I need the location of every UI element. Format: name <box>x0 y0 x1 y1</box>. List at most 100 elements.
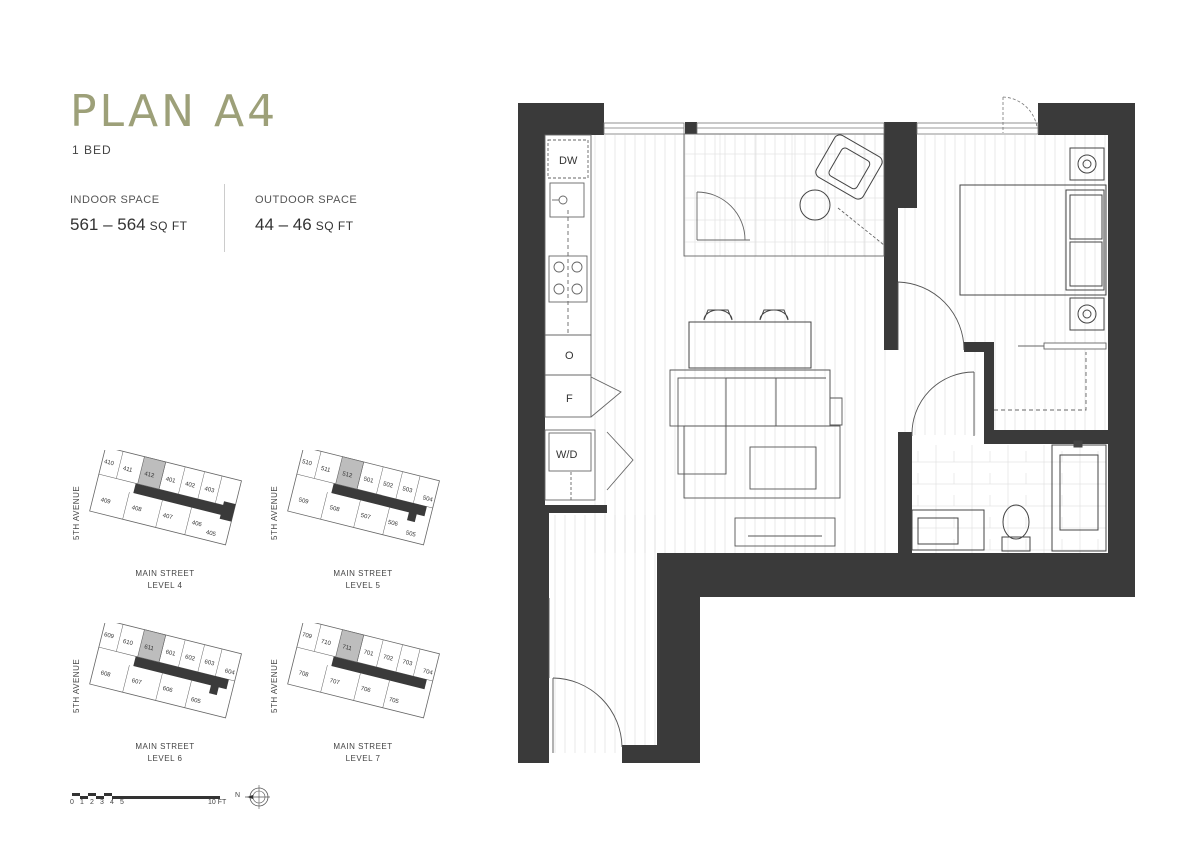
fridge-label: F <box>566 393 573 405</box>
key-plan-level-6: 609 610 611 601 602 603 604 608 607 606 … <box>70 619 250 773</box>
key-plan-unit-label: 510 <box>301 459 313 467</box>
key-plan-level-5: 510 511 512 501 502 503 504 509 508 507 … <box>268 446 448 600</box>
key-plan-unit-label: 403 <box>204 486 216 494</box>
key-plan-street-label: MAIN STREET <box>333 742 393 751</box>
indoor-space-unit: SQ FT <box>149 219 188 233</box>
key-plan-avenue-label: 5TH AVENUE <box>270 658 279 713</box>
key-plan-unit-label: 603 <box>204 659 216 667</box>
floor-plan: DW O F W/D <box>518 96 1135 763</box>
key-plan-unit-label: 509 <box>298 497 310 505</box>
scale-tick: 3 <box>100 799 104 806</box>
key-plan-level-7-diagram: 709 710 711 701 702 703 704 708 707 706 … <box>287 619 440 719</box>
key-plan-level-4-diagram: 410 411 412 401 402 403 409 408 407 406 … <box>89 446 242 546</box>
bedroom-closet <box>994 342 1107 411</box>
key-plan-street-label: MAIN STREET <box>135 569 195 578</box>
dining-island <box>688 309 812 369</box>
key-plan-avenue-label: 5TH AVENUE <box>72 485 81 540</box>
outdoor-space-number: 44 – 46 <box>255 215 312 234</box>
key-plan-unit-label: 505 <box>405 530 417 538</box>
key-plan-unit-label: 502 <box>382 481 394 489</box>
key-plan-unit-label: 701 <box>363 650 375 658</box>
bathroom-door <box>911 371 975 437</box>
walls <box>518 103 1135 763</box>
key-plan-unit-label: 604 <box>224 668 236 676</box>
key-plan-unit-label: 407 <box>162 513 174 521</box>
key-plan-unit-label: 504 <box>422 495 434 503</box>
key-plan-unit-label: 410 <box>103 459 115 467</box>
washer-dryer-label: W/D <box>556 449 577 461</box>
bathroom-fixtures <box>911 440 1107 552</box>
key-plan-unit-label: 511 <box>320 466 331 474</box>
scale-tick: 0 <box>70 799 74 806</box>
key-plan-unit-label: 601 <box>165 650 177 658</box>
key-plan-unit-label: 508 <box>329 505 341 513</box>
key-plan-level-label: LEVEL 5 <box>345 581 381 590</box>
key-plan-unit-label: 405 <box>205 530 217 538</box>
key-plan-level-4: 410 411 412 401 402 403 409 408 407 406 … <box>70 446 250 600</box>
scale-tick: 1 <box>80 799 84 806</box>
armchair <box>799 134 883 221</box>
scale-tick: 2 <box>90 799 94 806</box>
key-plan-level-label: LEVEL 7 <box>345 754 381 763</box>
key-plan-unit-label: 501 <box>363 477 375 485</box>
oven-label: O <box>565 350 574 362</box>
key-plan-unit-label: 411 <box>122 466 133 474</box>
scale-bar-graphic <box>72 793 220 799</box>
key-plan-unit-label: 606 <box>162 686 174 694</box>
key-plan-unit-label: 710 <box>320 639 332 647</box>
tv-console <box>734 517 836 547</box>
key-plan-street-label: MAIN STREET <box>333 569 393 578</box>
compass: N <box>233 784 273 810</box>
sofa <box>669 369 843 499</box>
key-plan-unit-label: 610 <box>122 639 134 647</box>
key-plan-unit-label: 401 <box>165 477 177 485</box>
key-plan-unit-label: 503 <box>402 486 414 494</box>
key-plan-unit-label: 409 <box>100 497 112 505</box>
den-room <box>683 133 885 257</box>
key-plan-unit-label: 605 <box>190 697 202 705</box>
key-plan-unit-label: 408 <box>131 505 143 513</box>
key-plan-unit-label: 706 <box>360 686 372 694</box>
scale-bar: 0 1 2 3 4 5 10 FT <box>70 788 230 808</box>
key-plan-unit-label: 602 <box>184 654 196 662</box>
key-plan-unit-label: 607 <box>131 678 143 686</box>
key-plan-level-5-diagram: 510 511 512 501 502 503 504 509 508 507 … <box>287 446 440 546</box>
key-plan-unit-label: 402 <box>184 481 196 489</box>
compass-north-label: N <box>235 792 241 799</box>
key-plan-unit-label: 709 <box>301 632 313 640</box>
key-plan-unit-label: 704 <box>422 668 434 676</box>
scale-end-label: 10 FT <box>208 799 227 806</box>
kitchen-counter <box>544 134 634 501</box>
key-plan-unit-label: 506 <box>387 520 399 528</box>
scale-tick: 5 <box>120 799 124 806</box>
balcony-door <box>1002 96 1038 133</box>
space-divider <box>224 184 225 252</box>
key-plan-unit-label: 711 <box>341 644 352 652</box>
key-plan-unit-label: 406 <box>191 520 203 528</box>
key-plan-level-7: 709 710 711 701 702 703 704 708 707 706 … <box>268 619 448 773</box>
bed <box>959 147 1107 331</box>
key-plan-unit-label: 512 <box>341 471 353 479</box>
key-plan-unit-label: 707 <box>329 678 341 686</box>
key-plan-unit-label: 611 <box>143 644 154 652</box>
key-plan-unit-label: 703 <box>402 659 414 667</box>
windows <box>603 122 1039 135</box>
key-plan-avenue-label: 5TH AVENUE <box>72 658 81 713</box>
key-plan-unit-label: 609 <box>103 632 115 640</box>
key-plan-unit-label: 608 <box>100 670 112 678</box>
key-plan-unit-label: 412 <box>143 471 155 479</box>
key-plan-unit-label: 705 <box>388 697 400 705</box>
plan-subtitle: 1 BED <box>72 143 112 157</box>
entry-door <box>548 598 623 753</box>
key-plan-unit-label: 702 <box>382 654 394 662</box>
outdoor-space-label: OUTDOOR SPACE <box>255 194 358 206</box>
dishwasher-label: DW <box>559 155 578 167</box>
key-plan-street-label: MAIN STREET <box>135 742 195 751</box>
indoor-space-number: 561 – 564 <box>70 215 146 234</box>
bedroom-door <box>897 281 965 351</box>
key-plan-level-label: LEVEL 4 <box>147 581 183 590</box>
key-plan-avenue-label: 5TH AVENUE <box>270 485 279 540</box>
plan-title: PLAN A4 <box>70 86 279 137</box>
